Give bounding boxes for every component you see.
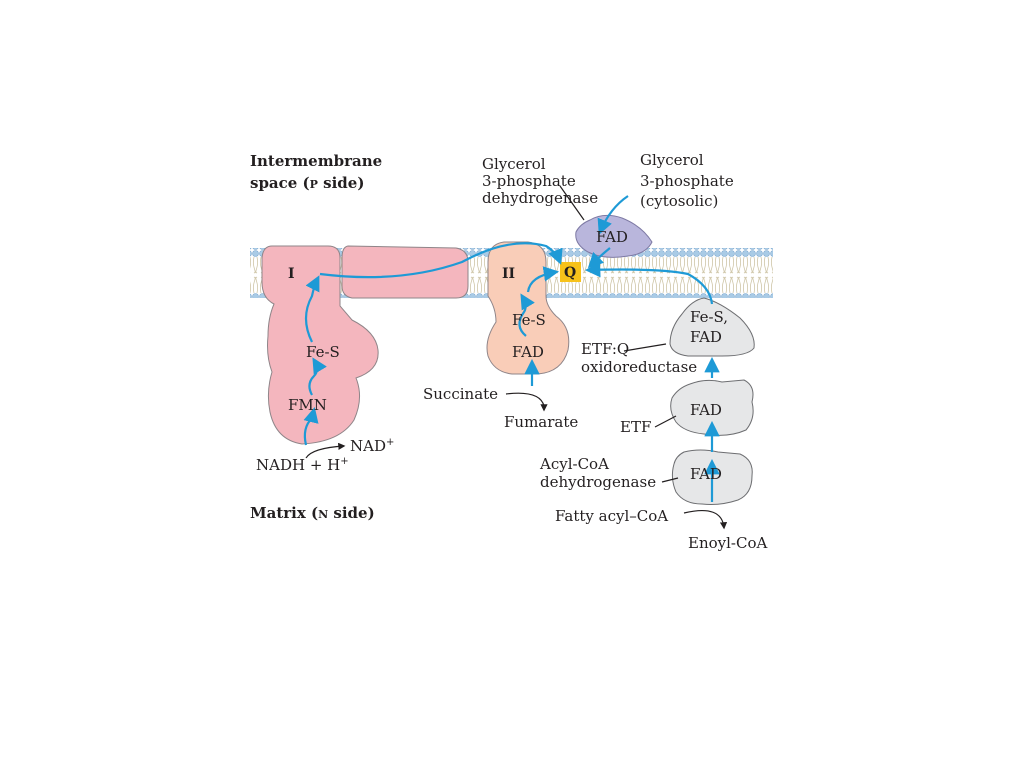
etfqo-label-2: oxidoreductase — [581, 358, 697, 376]
etfqo-label-1: ETF:Q — [581, 340, 629, 358]
succinate-label: Succinate — [423, 385, 498, 403]
g3p-label-1: Glycerol — [640, 151, 704, 169]
nadh-label: NADH + H+ — [256, 456, 349, 474]
complex-1-label: I — [288, 266, 295, 282]
g3pdh-label-1: Glycerol — [482, 155, 546, 173]
etf-fad: FAD — [690, 401, 722, 419]
g3p-label-2: 3-phosphate — [640, 172, 734, 190]
fatty-acyl-coa-label: Fatty acyl–CoA — [555, 507, 668, 525]
etfqo-shape — [669, 297, 755, 357]
complex-1-arm — [341, 245, 469, 299]
etf-shape — [670, 379, 754, 436]
complex-2-fes: Fe-S — [512, 311, 546, 329]
etfqo-fad: FAD — [690, 328, 722, 346]
nad-label: NAD+ — [350, 437, 394, 455]
electron-flow-arrows — [303, 195, 720, 502]
complex-1-fes: Fe-S — [306, 343, 340, 361]
enoyl-coa-label: Enoyl-CoA — [688, 534, 767, 552]
complex-2-fad: FAD — [512, 343, 544, 361]
ubiquinone-box — [560, 262, 581, 282]
p-side-label-line1: Intermembrane — [250, 152, 382, 170]
acyl-dh-label-1: Acyl-CoA — [539, 455, 609, 473]
g3pdh-fad: FAD — [596, 228, 628, 246]
g3pdh-shape — [575, 214, 653, 258]
ubiquinone-label: Q — [564, 265, 576, 281]
acyl-dh-fad: FAD — [690, 465, 722, 483]
complex-2-label: II — [502, 266, 515, 282]
g3pdh-label-2: 3-phosphate — [482, 172, 576, 190]
complex-1-fmn: FMN — [288, 396, 327, 414]
g3pdh-label-3: dehydrogenase — [482, 189, 598, 207]
complex-1-shape — [261, 245, 379, 445]
g3p-label-3: (cytosolic) — [640, 192, 718, 210]
n-side-label: Matrix (N side) — [250, 504, 375, 522]
etf-label: ETF — [620, 418, 651, 436]
p-side-label-line2: space (P side) — [250, 174, 364, 192]
reaction-arrows — [305, 185, 728, 530]
fumarate-label: Fumarate — [504, 413, 578, 431]
acyl-dh-label-2: dehydrogenase — [540, 473, 656, 491]
etfqo-fes: Fe-S, — [690, 308, 728, 326]
